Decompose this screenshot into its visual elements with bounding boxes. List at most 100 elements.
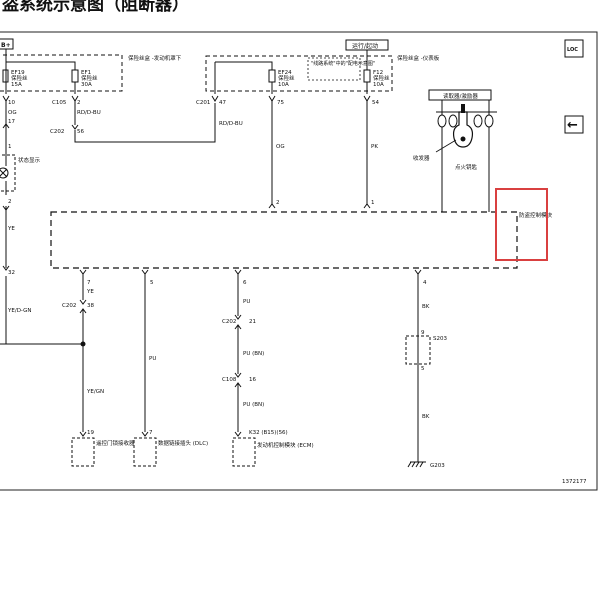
wire-ye-label: YE [7, 226, 15, 232]
coil-2 [448, 114, 458, 128]
immobilizer-module-outline [50, 211, 518, 269]
fuse-f12-label: F12 保险丝 10A [373, 70, 391, 88]
status-display-lamp: 1 状态显示 2 [0, 128, 41, 205]
wire-ye-2-label: YE [86, 289, 94, 295]
pin-21: 21 [249, 319, 256, 325]
page-title: 盗系统示意图（阻断器） [2, 0, 189, 15]
key-blade [461, 104, 465, 113]
pin-2-lamp: 2 [8, 199, 12, 205]
module-pin-5: 5 [150, 280, 154, 286]
connector-arrow-38-top [79, 299, 87, 305]
fuse-box-underhood: B+ 保险丝盒 -发动机罩下 EF19 保险丝 15A EF1 保险丝 30A [0, 38, 182, 94]
coil-3 [473, 114, 483, 128]
connector-arrow-m5 [141, 269, 149, 275]
fuse-ef24-body [268, 69, 276, 83]
module-pin-4: 4 [423, 280, 427, 286]
wire-rd-bu-1-label: RD/D-BU [77, 110, 101, 116]
wire-og-label: OG [8, 110, 17, 116]
back-arrow-icon: ← [567, 118, 578, 133]
transceiver-leader [435, 139, 457, 153]
pin-10: 10 [8, 100, 15, 106]
pin-9: 9 [421, 330, 425, 336]
fuse-f12-body [363, 69, 371, 83]
loc-button-label: LOC [567, 47, 578, 53]
wire-bk-1-label: BK [422, 304, 430, 310]
pin-17: 17 [8, 119, 15, 125]
connector-arrow-dlc [141, 431, 149, 437]
lamp-filament [0, 168, 8, 178]
module-pin-7: 7 [87, 280, 91, 286]
pin-56: 56 [77, 129, 84, 135]
connector-arrow-2-lamp [2, 205, 10, 211]
connector-c202-bottom: C202 [62, 303, 76, 309]
ground-label: G203 [430, 463, 445, 469]
wire-pk-label: PK [371, 144, 378, 150]
module-pin-6: 6 [243, 280, 247, 286]
connector-arrow-m1 [363, 203, 371, 209]
coil-4 [484, 114, 494, 128]
b-plus-label: B+ [1, 42, 11, 49]
wire-ye-gn-label: YE/GN [86, 389, 104, 395]
connector-arrow-m2 [268, 203, 276, 209]
fuse-ef19-label: EF19 保险丝 15A [11, 70, 29, 88]
connector-arrow-17 [2, 123, 10, 129]
immobilizer-highlight[interactable] [495, 188, 548, 261]
pin-5-splice: 5 [421, 366, 425, 372]
b-plus-bus [5, 49, 76, 70]
connector-c202-top: C202 [50, 129, 64, 135]
wire-pu-1-label: PU [149, 356, 156, 362]
run-crank-label: 运行/起动 [352, 42, 378, 50]
wire-rd-bu-2-label: RD/D-BU [219, 121, 243, 127]
fuse-box-right-label: 保险丝盒 -仪表板 [397, 54, 440, 62]
remote-receiver-box [71, 437, 95, 467]
internal-bus-left [215, 61, 273, 70]
fuse-box-left-label: 保险丝盒 -发动机罩下 [128, 54, 182, 62]
connector-arrow-47 [211, 95, 219, 102]
ecm-label: 发动机控制模块 (ECM) [257, 441, 314, 449]
pin-38: 38 [87, 303, 94, 309]
connector-c105: C105 [52, 100, 67, 106]
coil-1 [437, 114, 447, 128]
fuse-note-box [307, 57, 361, 81]
connector-arrow-75 [268, 95, 276, 102]
reader-exciter-assembly: 读取器/激励器 收发器 点火钥匙 [413, 89, 497, 212]
splice-s203-label: S203 [433, 336, 447, 342]
connector-arrow-m4 [414, 269, 422, 275]
back-button[interactable]: ← [564, 115, 584, 134]
fuse-box-right-outline [205, 55, 393, 92]
connector-arrow-54 [363, 95, 371, 102]
pin-75: 75 [277, 100, 284, 106]
pin-19: 19 [87, 430, 94, 436]
loc-button[interactable]: LOC [564, 39, 584, 58]
fuse-ef24-label: EF24 保险丝 10A [278, 70, 296, 88]
fuse-ef1-label: EF1 保险丝 30A [81, 70, 99, 88]
connector-arrow-32 [2, 265, 10, 271]
wire-pu-bn-1-label: PU (BN) [243, 351, 264, 357]
ground-icon [407, 461, 426, 468]
connector-arrow-21-top [234, 314, 242, 320]
wire-og-2-label: OG [276, 144, 285, 150]
fuse-box-left-outline [0, 54, 123, 92]
figure-number: 1372177 [562, 479, 587, 485]
ecm-box [232, 437, 256, 467]
ignition-key-label: 点火钥匙 [455, 163, 478, 171]
connector-arrow-19 [79, 431, 87, 437]
pin-54: 54 [372, 100, 379, 106]
remote-receiver-label: 遥控门锁接收器 [96, 439, 135, 447]
connector-arrow-k32 [234, 431, 242, 437]
wire-pu-bn-2-label: PU (BN) [243, 402, 264, 408]
pin-1-lamp: 1 [8, 144, 12, 150]
wire-rd-bu-1-route [74, 103, 216, 143]
dlc-label: 数据链接插头 (DLC) [158, 439, 208, 447]
ignition-key-icon [452, 111, 474, 148]
key-hole [460, 136, 466, 142]
fuse-box-instrument-panel: 运行/起动 保险丝盒 -仪表板 "线路系统"中的"配电示意图" EF24 保险丝… [205, 39, 440, 94]
wire-ye-d-gn-label: YE/D-GN [7, 308, 32, 314]
pin-7-dlc: 7 [149, 430, 153, 436]
connector-c108: C108 [222, 377, 237, 383]
pin-32: 32 [8, 270, 15, 276]
pin-k32: K32 (B15)(56) [249, 430, 288, 436]
connector-arrow-m6 [234, 269, 242, 275]
module-pin-2: 2 [276, 200, 280, 206]
